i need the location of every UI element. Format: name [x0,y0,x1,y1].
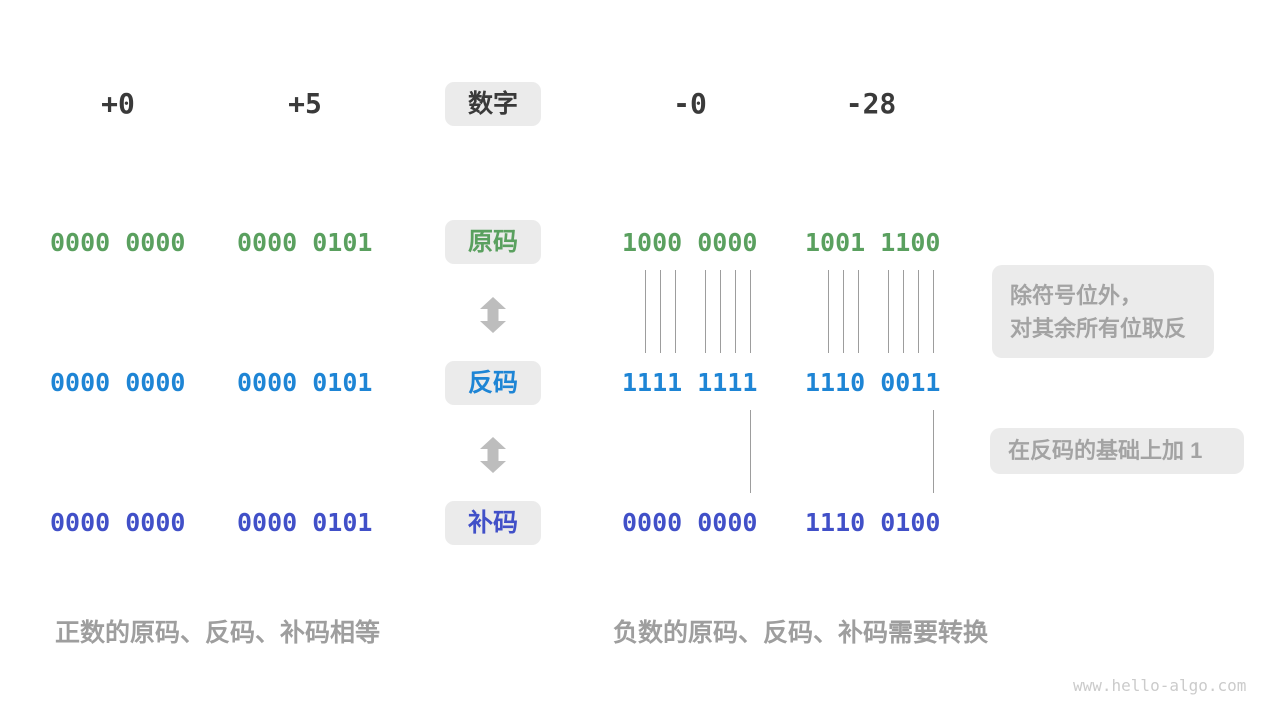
ones-complement-plus-five: 0000 0101 [237,368,373,397]
updown-arrow-icon [480,437,506,473]
bit-invert-line [888,270,889,353]
twos-complement-label-pill: 补码 [445,501,541,545]
invert-rule-note: 除符号位外， 对其余所有位取反 [992,265,1214,358]
number-minus-twenty-eight: -28 [845,87,897,120]
twos-complement-minus-zero: 0000 0000 [622,508,758,537]
twos-complement-plus-five: 0000 0101 [237,508,373,537]
ones-complement-plus-zero: 0000 0000 [50,368,186,397]
bit-invert-line [750,270,751,353]
bit-invert-line [735,270,736,353]
bit-invert-line [675,270,676,353]
add-one-line [933,410,934,493]
ones-complement-label-pill: 反码 [445,361,541,405]
invert-rule-line1: 除符号位外， [1010,283,1143,308]
number-plus-zero: +0 [101,87,135,120]
bit-invert-line [903,270,904,353]
twos-complement-plus-zero: 0000 0000 [50,508,186,537]
sign-magnitude-plus-zero: 0000 0000 [50,228,186,257]
sign-magnitude-label-pill: 原码 [445,220,541,264]
positive-caption: 正数的原码、反码、补码相等 [55,619,381,647]
bit-invert-line [660,270,661,353]
sign-magnitude-minus-twenty-eight: 1001 1100 [805,228,941,257]
invert-rule-line2: 对其余所有位取反 [1010,316,1187,341]
sign-magnitude-plus-five: 0000 0101 [237,228,373,257]
number-plus-five: +5 [288,87,322,120]
bit-invert-line [645,270,646,353]
bit-invert-line [918,270,919,353]
ones-complement-minus-zero: 1111 1111 [622,368,758,397]
add-one-rule-note: 在反码的基础上加 1 [990,428,1244,474]
bit-invert-line [705,270,706,353]
bit-invert-line [843,270,844,353]
bit-invert-line [933,270,934,353]
watermark: www.hello-algo.com [1073,676,1247,695]
updown-arrow-icon [480,297,506,333]
sign-magnitude-minus-zero: 1000 0000 [622,228,758,257]
ones-complement-minus-twenty-eight: 1110 0011 [805,368,941,397]
bit-invert-line [720,270,721,353]
bit-invert-line [858,270,859,353]
bit-invert-line [828,270,829,353]
number-label-pill: 数字 [445,82,541,126]
number-minus-zero: -0 [673,87,707,120]
negative-caption: 负数的原码、反码、补码需要转换 [613,619,989,647]
twos-complement-minus-twenty-eight: 1110 0100 [805,508,941,537]
add-one-line [750,410,751,493]
